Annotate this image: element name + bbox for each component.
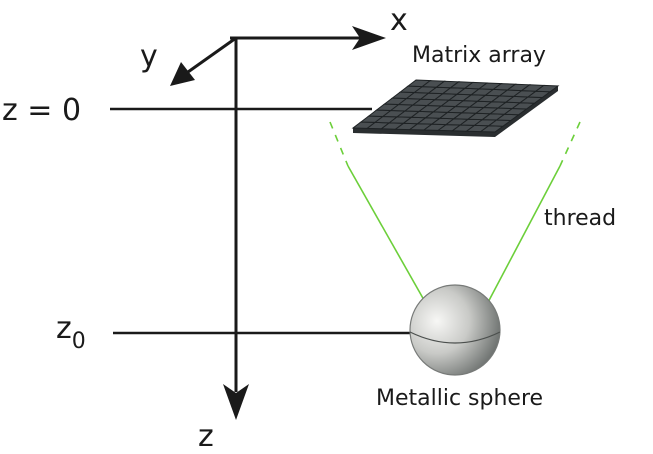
y-axis-arrowhead [170,62,195,86]
z0-label: z0 [56,311,86,354]
thread-left-dashed [329,121,349,167]
matrix-array-grid [351,79,560,133]
y-axis-line [187,36,237,74]
thread-right-dashed [559,121,581,167]
x-axis-label: x [390,3,408,38]
metallic-sphere [409,284,501,376]
coordinate-axes [170,26,386,420]
thread-left [347,165,425,301]
matrix-array-side [353,86,558,137]
z-zero-label: z = 0 [2,93,81,128]
sphere-body [409,284,501,376]
matrix-array-label: Matrix array [412,43,546,68]
matrix-cell [534,84,560,93]
x-axis-arrowhead [352,26,386,50]
threads [329,121,581,309]
matrix-array [351,79,560,137]
sphere-equator [409,331,501,344]
thread-label: thread [544,206,616,231]
metallic-sphere-label: Metallic sphere [376,386,543,411]
z0-label-base: z [56,311,72,346]
z-axis-arrowhead [223,384,249,420]
z-axis-label: z [198,419,214,454]
thread-right [484,165,561,309]
z0-label-subscript: 0 [72,329,86,354]
y-axis-label: y [140,39,158,74]
